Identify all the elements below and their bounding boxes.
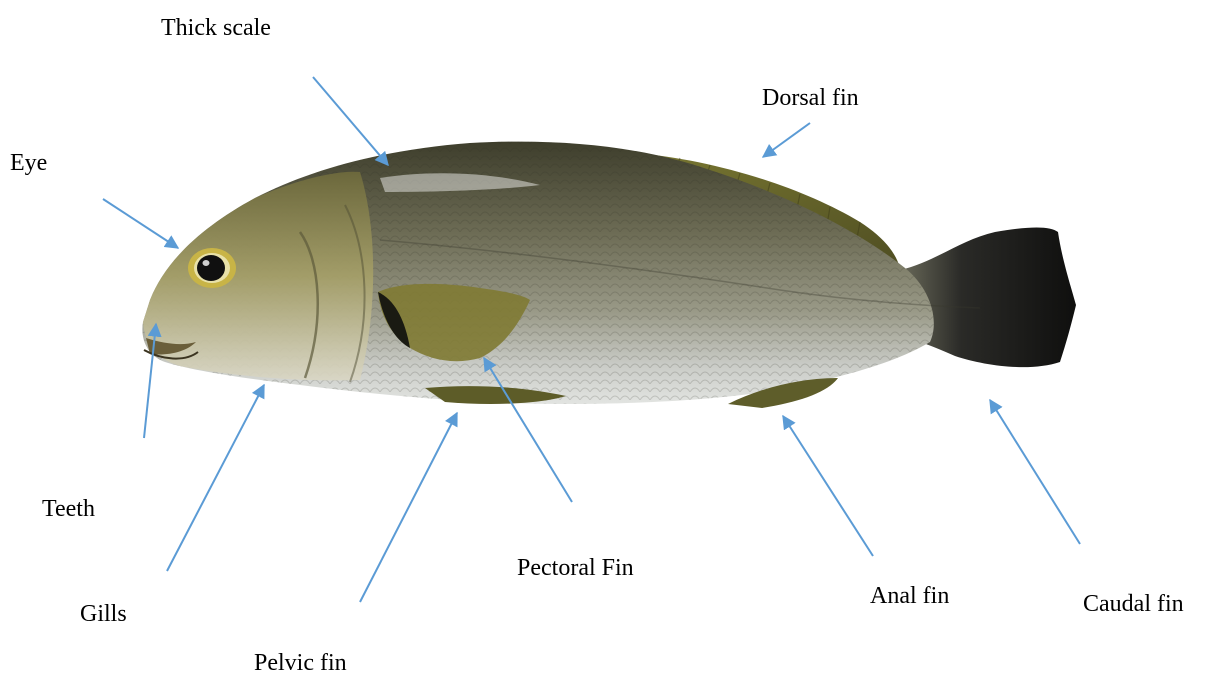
arrow-thick-scale <box>313 77 388 165</box>
label-gills: Gills <box>80 601 127 627</box>
arrow-dorsal-fin <box>763 123 810 157</box>
label-anal-fin: Anal fin <box>870 583 949 609</box>
arrow-gills <box>167 385 264 571</box>
label-caudal-fin: Caudal fin <box>1083 591 1184 617</box>
fish-eye <box>188 248 236 288</box>
arrow-pelvic-fin <box>360 413 457 602</box>
fish-illustration <box>142 142 1076 408</box>
arrow-eye <box>103 199 178 248</box>
label-eye: Eye <box>10 150 47 176</box>
arrow-anal-fin <box>783 416 873 556</box>
label-pelvic-fin: Pelvic fin <box>254 650 347 676</box>
label-teeth: Teeth <box>42 496 95 522</box>
label-pectoral-fin: Pectoral Fin <box>517 555 634 581</box>
arrow-caudal-fin <box>990 400 1080 544</box>
label-dorsal-fin: Dorsal fin <box>762 85 859 111</box>
label-thick-scale: Thick scale <box>161 15 271 41</box>
